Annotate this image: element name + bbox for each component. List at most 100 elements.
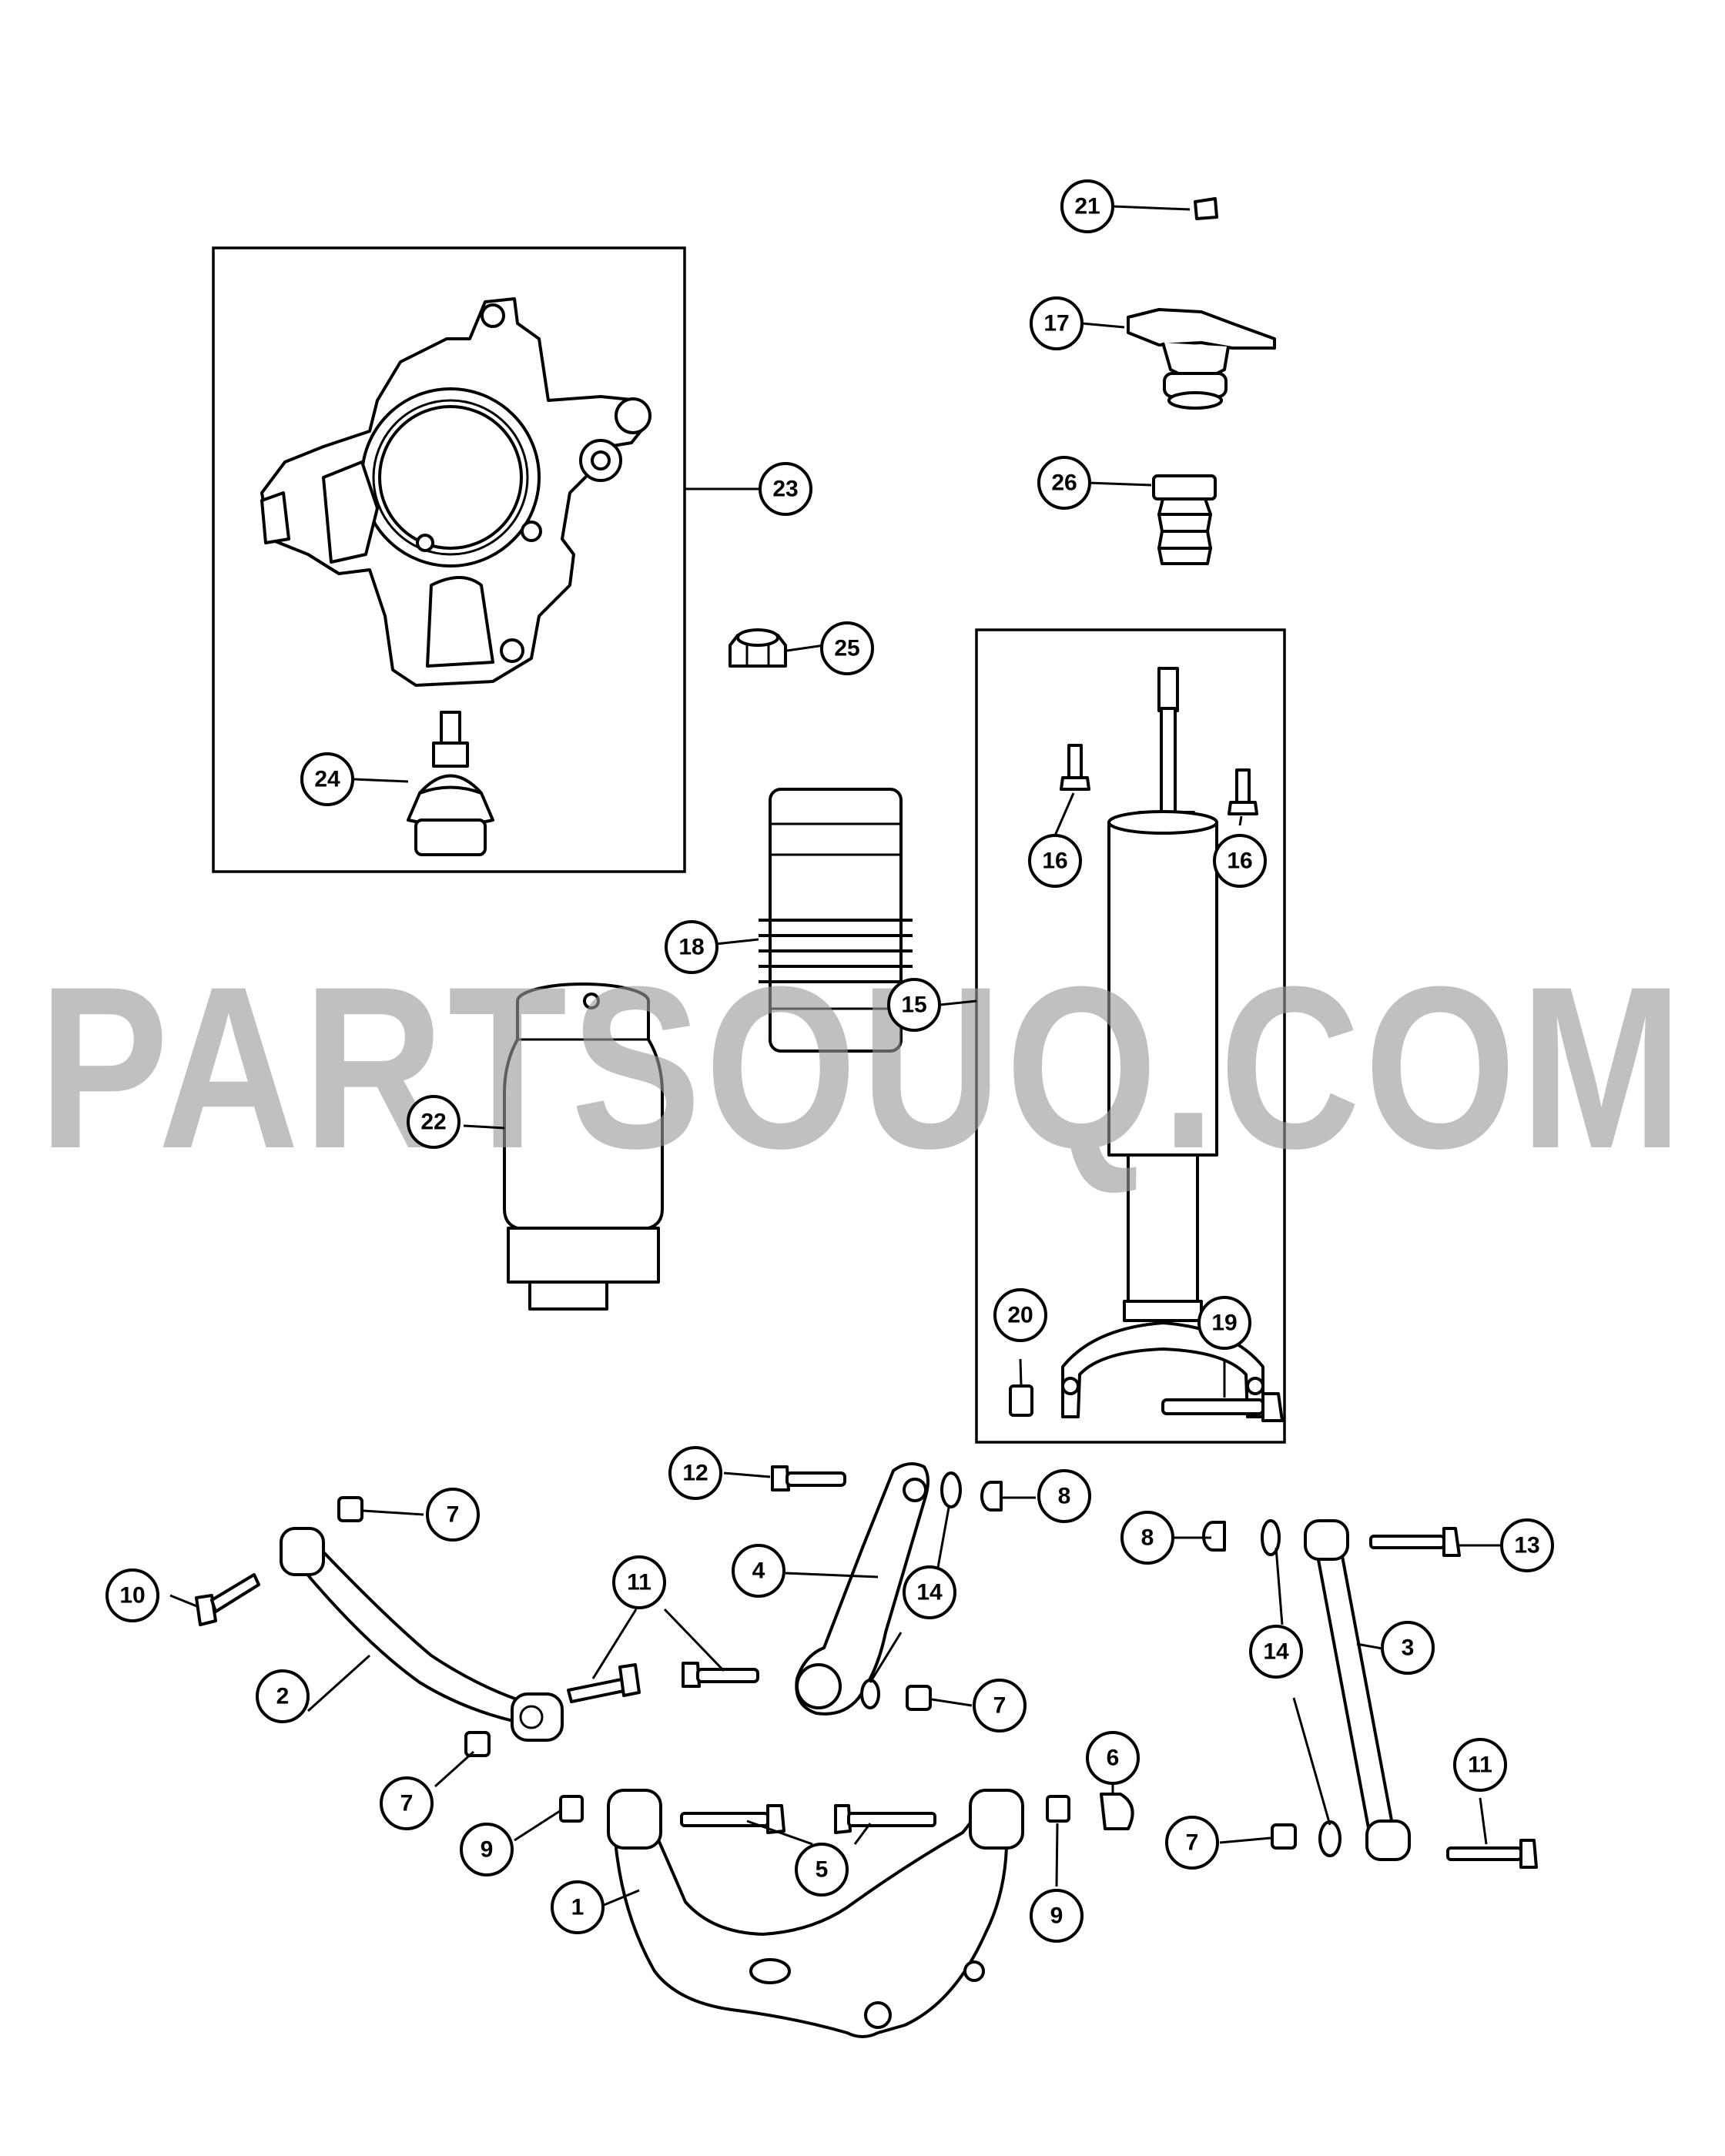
callout-7-b-label: 7 xyxy=(400,1791,414,1816)
part-bolt-13-drawing xyxy=(1369,1527,1461,1557)
part-nut-20-drawing xyxy=(1009,1384,1033,1417)
callout-5-label: 5 xyxy=(816,1857,829,1883)
part-upper-control-arm-drawing xyxy=(280,1527,564,1742)
callout-7-d: 7 xyxy=(1165,1816,1219,1870)
callout-15: 15 xyxy=(887,978,941,1032)
part-bolt-5-left-drawing xyxy=(680,1804,785,1834)
part-small-nut-drawing xyxy=(1194,197,1218,220)
callout-1: 1 xyxy=(551,1880,605,1934)
callout-7-d-label: 7 xyxy=(1186,1830,1199,1856)
part-washer-14-upper-drawing xyxy=(940,1471,962,1508)
callout-18: 18 xyxy=(665,920,718,974)
part-bolt-12-drawing xyxy=(771,1465,846,1491)
callout-7-c: 7 xyxy=(973,1679,1027,1732)
part-nut-7-b-drawing xyxy=(464,1731,491,1757)
leader-lines xyxy=(169,205,1500,1907)
part-washer-14-lower-drawing xyxy=(860,1679,880,1709)
knuckle-group-box xyxy=(212,246,686,873)
callout-8-a-label: 8 xyxy=(1058,1484,1071,1509)
callout-16-b-label: 16 xyxy=(1227,849,1252,874)
callout-12-label: 12 xyxy=(682,1461,708,1486)
callout-9-a: 9 xyxy=(460,1823,514,1876)
callout-14-b: 14 xyxy=(1249,1625,1303,1679)
callout-26-label: 26 xyxy=(1051,470,1077,496)
callout-9-b: 9 xyxy=(1030,1889,1084,1943)
callout-23-label: 23 xyxy=(772,477,798,502)
part-lower-control-arm-drawing xyxy=(607,1789,1024,2038)
part-washer-14-right-bottom-drawing xyxy=(1318,1820,1341,1857)
part-cap-6-drawing xyxy=(1100,1793,1134,1830)
callout-24: 24 xyxy=(300,752,354,806)
callout-19: 19 xyxy=(1197,1296,1251,1350)
callout-6: 6 xyxy=(1086,1731,1140,1785)
part-bolt-19-drawing xyxy=(1161,1392,1284,1422)
callout-23: 23 xyxy=(759,462,812,516)
part-bolt-11-b-drawing xyxy=(682,1662,759,1688)
callout-17-label: 17 xyxy=(1043,311,1069,336)
callout-20-label: 20 xyxy=(1007,1303,1033,1328)
part-trailing-link-drawing xyxy=(795,1462,929,1716)
callout-6-label: 6 xyxy=(1107,1746,1120,1771)
callout-20: 20 xyxy=(993,1288,1047,1342)
callout-5: 5 xyxy=(795,1843,849,1897)
part-bolt-10-drawing xyxy=(195,1573,260,1626)
part-nut-9-right-drawing xyxy=(1046,1795,1070,1823)
callout-3: 3 xyxy=(1381,1621,1435,1675)
part-air-spring-drawing xyxy=(503,983,664,1311)
callout-16-a-label: 16 xyxy=(1042,849,1067,874)
callout-25-label: 25 xyxy=(834,636,859,661)
part-bolt-5-right-drawing xyxy=(834,1804,936,1834)
part-ball-joint-drawing xyxy=(407,711,494,856)
callout-12: 12 xyxy=(668,1446,722,1500)
part-nut-7-d-drawing xyxy=(1271,1823,1297,1850)
callout-7-c-label: 7 xyxy=(993,1693,1007,1719)
part-nut-7-c-drawing xyxy=(906,1685,932,1711)
part-nut-9-left-drawing xyxy=(559,1795,584,1823)
callout-4: 4 xyxy=(732,1544,785,1598)
callout-24-label: 24 xyxy=(314,767,340,792)
callout-25: 25 xyxy=(820,621,874,675)
callout-21: 21 xyxy=(1060,179,1114,233)
callout-8-b-label: 8 xyxy=(1141,1525,1154,1551)
part-knuckle-drawing xyxy=(260,297,651,687)
callout-17: 17 xyxy=(1030,296,1084,350)
part-jounce-bumper-drawing xyxy=(1152,474,1217,565)
callout-8-b: 8 xyxy=(1120,1511,1174,1565)
part-dust-boot-drawing xyxy=(759,788,913,1053)
callout-1-label: 1 xyxy=(571,1895,584,1920)
part-upper-mount-drawing xyxy=(1127,308,1276,410)
callout-10-label: 10 xyxy=(119,1583,145,1609)
callout-19-label: 19 xyxy=(1211,1311,1237,1336)
callout-14-a-label: 14 xyxy=(916,1580,943,1605)
part-nut-8-left-drawing xyxy=(980,1481,1003,1512)
callout-11-b: 11 xyxy=(1453,1738,1507,1792)
callout-26: 26 xyxy=(1037,456,1091,510)
part-nut-7-a-drawing xyxy=(337,1496,363,1522)
callout-9-a-label: 9 xyxy=(481,1837,494,1863)
callout-18-label: 18 xyxy=(678,935,704,960)
part-bolt-11-c-drawing xyxy=(1446,1839,1538,1869)
callout-10: 10 xyxy=(106,1568,159,1622)
callout-3-label: 3 xyxy=(1402,1635,1415,1661)
callout-21-label: 21 xyxy=(1074,194,1100,219)
part-bolt-16-right-drawing xyxy=(1228,768,1258,815)
part-hex-nut-drawing xyxy=(729,628,787,668)
callout-8-a: 8 xyxy=(1037,1469,1091,1523)
callout-22-label: 22 xyxy=(420,1110,446,1135)
part-shock-absorber-drawing xyxy=(1061,667,1264,1418)
callout-2-label: 2 xyxy=(276,1684,290,1709)
part-bolt-16-left-drawing xyxy=(1060,744,1090,791)
callout-14-b-label: 14 xyxy=(1263,1639,1289,1665)
callout-16-a: 16 xyxy=(1028,834,1082,888)
callout-7-a-label: 7 xyxy=(447,1502,460,1528)
part-bolt-11-a-drawing xyxy=(567,1663,641,1703)
callout-11-a-label: 11 xyxy=(627,1570,651,1595)
callout-11-b-label: 11 xyxy=(1468,1753,1492,1778)
part-nut-8-right-drawing xyxy=(1202,1521,1226,1552)
callout-9-b-label: 9 xyxy=(1050,1903,1063,1929)
callout-14-a: 14 xyxy=(903,1565,956,1619)
watermark-text: PARTSOUQ.COM xyxy=(39,938,1686,1197)
shock-group-box xyxy=(975,628,1286,1444)
callout-13-label: 13 xyxy=(1514,1533,1539,1558)
